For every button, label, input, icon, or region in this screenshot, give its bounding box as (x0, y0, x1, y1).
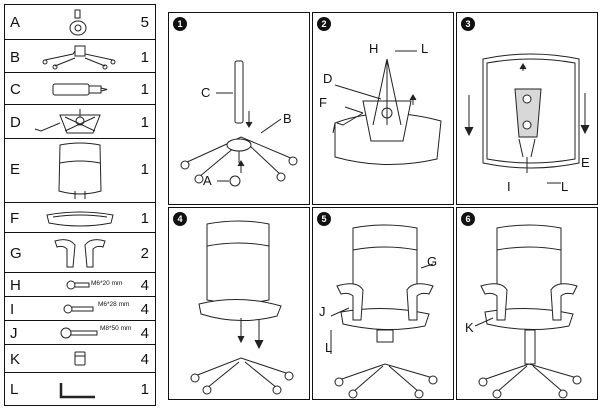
bolt-short-illustration (66, 280, 90, 290)
star-base-illustration (42, 45, 116, 70)
part-letter: I (10, 301, 15, 318)
backrest-illustration (58, 142, 102, 199)
step-number: 4 (173, 212, 187, 226)
part-row-d: D 1 (5, 105, 155, 139)
step-number: 6 (461, 212, 475, 226)
part-quantity: 5 (140, 14, 149, 31)
callout-j: J (319, 304, 326, 319)
part-row-c: C 1 (5, 73, 155, 105)
step-number: 1 (173, 17, 187, 31)
seat-mechanism-assembly-illustration (332, 50, 442, 166)
base-assembly-illustration (180, 60, 298, 187)
part-row-l: L 1 (5, 373, 155, 406)
step-2-panel: 2 H L D F (312, 12, 454, 205)
callout-g: G (427, 254, 438, 269)
callout-k: K (465, 320, 474, 335)
part-row-a: A 5 (5, 5, 155, 40)
part-row-e: E 1 (5, 139, 155, 203)
part-quantity: 1 (140, 49, 149, 66)
part-quantity: 1 (140, 114, 149, 131)
part-letter: K (10, 351, 21, 368)
screw-size-label: M6*28 mm (98, 301, 130, 308)
bolt-long-illustration (60, 327, 98, 339)
part-row-j: J 4 M8*50 mm (5, 321, 155, 345)
callout-d: D (323, 71, 333, 86)
part-quantity: 1 (140, 161, 149, 178)
callout-l: L (421, 41, 429, 56)
finished-chair-illustration (474, 224, 582, 399)
step-number: 3 (461, 17, 475, 31)
part-quantity: 2 (140, 245, 149, 262)
part-quantity: 4 (140, 325, 149, 342)
caster-wheel-illustration (69, 9, 87, 36)
step-number: 2 (317, 17, 331, 31)
callout-l: L (325, 340, 333, 355)
callout-c: C (201, 85, 211, 100)
seat-mechanism-illustration (34, 109, 101, 134)
callout-e: E (581, 155, 590, 170)
part-letter: D (10, 114, 21, 131)
callout-l: L (561, 179, 569, 194)
allen-key-illustration (59, 383, 95, 399)
chair-lowering-illustration (190, 220, 294, 395)
part-row-b: B 1 (5, 40, 155, 73)
part-letter: A (10, 14, 21, 31)
part-quantity: 1 (140, 381, 149, 398)
step-6-panel: 6 K (456, 207, 598, 400)
part-row-k: K 4 (5, 345, 155, 373)
callout-a: A (203, 173, 212, 188)
backrest-attachment-illustration (464, 53, 590, 184)
washer-illustration (74, 351, 86, 366)
part-quantity: 1 (140, 81, 149, 98)
seat-cushion-illustration (46, 211, 114, 227)
part-quantity: 4 (140, 301, 149, 318)
part-letter: L (10, 381, 19, 398)
gas-lift-illustration (52, 83, 108, 96)
part-row-i: I 4 M6*28 mm (5, 297, 155, 321)
callout-b: B (283, 111, 292, 126)
callout-h: H (369, 41, 379, 56)
part-row-f: F 1 (5, 203, 155, 233)
screw-size-label: M6*20 mm (91, 280, 123, 287)
part-letter: C (10, 81, 21, 98)
part-row-h: H 4 M6*20 mm (5, 273, 155, 297)
parts-list: A 5 B 1 C 1 D 1 E 1 (4, 4, 156, 406)
bolt-medium-illustration (63, 304, 94, 314)
part-quantity: 4 (140, 351, 149, 368)
part-quantity: 1 (140, 210, 149, 227)
step-5-panel: 5 G J L (312, 207, 454, 400)
part-letter: F (10, 210, 20, 227)
part-letter: G (10, 245, 22, 262)
callout-f: F (319, 95, 327, 110)
armrest-attachment-illustration (330, 224, 438, 399)
part-letter: J (10, 325, 18, 342)
screw-size-label: M8*50 mm (100, 325, 132, 332)
part-letter: E (10, 161, 21, 178)
step-1-panel: 1 C B A (168, 12, 310, 205)
callout-i: I (507, 179, 511, 194)
part-row-g: G 2 (5, 233, 155, 273)
step-3-panel: 3 E I L (456, 12, 598, 205)
part-quantity: 4 (140, 277, 149, 294)
part-letter: H (10, 277, 21, 294)
step-4-panel: 4 (168, 207, 310, 400)
step-number: 5 (317, 212, 331, 226)
armrest-illustration (54, 239, 106, 268)
part-letter: B (10, 49, 21, 66)
